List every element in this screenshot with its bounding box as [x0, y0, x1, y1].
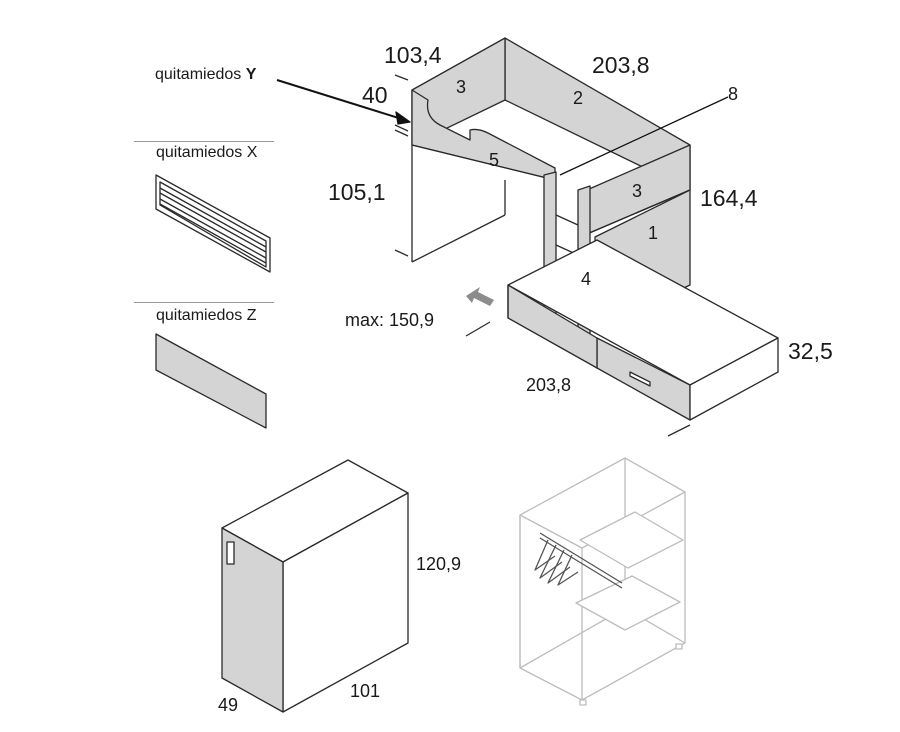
dim-depth-top: 103,4 [384, 42, 442, 68]
dim-lower-height: 32,5 [788, 338, 833, 364]
part-number-4: 4 [581, 269, 592, 289]
guardrail-x-label: quitamiedos X [156, 144, 258, 161]
divider-guardrail-z [134, 302, 274, 303]
dim-wardrobe-depth: 49 [218, 695, 239, 715]
part-number-1: 1 [648, 223, 659, 243]
guardrail-y-text: quitamiedos [155, 66, 242, 83]
part-number-3-end: 3 [632, 181, 643, 201]
dim-total-height: 164,4 [700, 185, 758, 211]
guardrail-x-drawing [155, 174, 271, 273]
part-number-5: 5 [489, 150, 500, 170]
part-number-3-head: 3 [456, 77, 467, 97]
guardrail-y-label: quitamiedos Y [155, 67, 256, 83]
dim-wardrobe-width: 101 [350, 681, 381, 701]
guardrail-z-label: quitamiedos Z [156, 307, 257, 324]
dim-max-extension: max: 150,9 [345, 310, 435, 330]
part-number-2: 2 [573, 88, 584, 108]
upper-bed-drawing [394, 37, 691, 331]
dim-length-top: 203,8 [592, 52, 650, 78]
divider-guardrail-x [134, 141, 274, 142]
part-number-8: 8 [728, 84, 739, 104]
dim-guard-height: 40 [362, 82, 388, 108]
dim-wardrobe-height: 120,9 [416, 554, 462, 574]
dim-upper-height: 105,1 [328, 179, 386, 205]
wardrobe-open-drawing [519, 457, 686, 706]
guardrail-z-drawing [155, 333, 267, 429]
dim-length-bottom: 203,8 [526, 375, 572, 395]
lower-bed-drawing [465, 239, 779, 437]
wardrobe-closed-drawing [221, 459, 409, 713]
guardrail-y-letter: Y [245, 66, 257, 83]
